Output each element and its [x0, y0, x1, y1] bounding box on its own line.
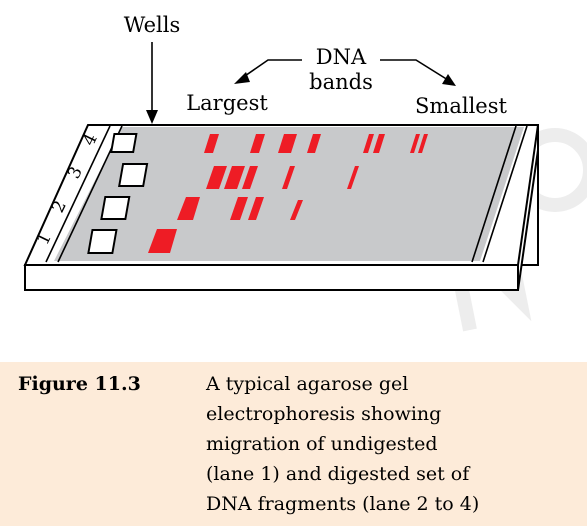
band-lane4-7 [410, 134, 420, 153]
well-lane-2 [100, 196, 131, 220]
band-lane2-3 [248, 197, 264, 220]
right-pointer-arrow [380, 59, 449, 81]
band-lane4-4 [307, 134, 321, 153]
smallest-label: Smallest [415, 94, 507, 118]
gel-surface [54, 127, 524, 261]
well-lane-1 [87, 229, 118, 254]
band-lane3-5 [347, 166, 359, 189]
left-pointer-arrow [241, 59, 302, 79]
largest-label: Largest [186, 91, 268, 115]
right-pointer-arrow-head [442, 74, 456, 86]
band-lane4-1 [204, 134, 219, 153]
caption-line-2: electrophoresis showing [206, 403, 442, 425]
caption-line-3: migration of undigested [206, 433, 438, 455]
band-lane4-6 [373, 134, 385, 153]
band-lane2-4 [290, 200, 303, 220]
left-pointer-arrow-head [234, 72, 250, 84]
well-lane-4 [110, 133, 138, 153]
figure-number: Figure 11.3 [18, 373, 141, 395]
band-lane3-4 [282, 166, 295, 189]
caption-line-1: A typical agarose gel [206, 373, 409, 395]
band-lane4-2 [250, 134, 265, 153]
band-lane2-1 [177, 197, 200, 220]
band-lane4-5 [363, 134, 374, 153]
caption-background [0, 362, 587, 526]
wells-arrow-head [146, 110, 158, 124]
band-lane4-3 [278, 134, 297, 153]
band-lane4-8 [418, 134, 428, 153]
gel-slab-front-face [24, 264, 519, 291]
gel-slab-right-face [517, 124, 539, 291]
wells-label: Wells [124, 13, 181, 37]
dna-bands-label-line2: bands [309, 70, 373, 94]
band-lane3-3 [242, 166, 258, 189]
dna-bands-label-line1: DNA [316, 45, 367, 69]
caption-line-4: (lane 1) and digested set of [206, 463, 470, 485]
band-lane2-2 [230, 197, 248, 220]
band-lane3-2 [224, 166, 245, 189]
band-lane1-1 [148, 229, 177, 253]
well-lane-3 [118, 163, 149, 187]
caption-line-5: DNA fragments (lane 2 to 4) [206, 493, 480, 515]
band-lane3-1 [206, 166, 227, 189]
